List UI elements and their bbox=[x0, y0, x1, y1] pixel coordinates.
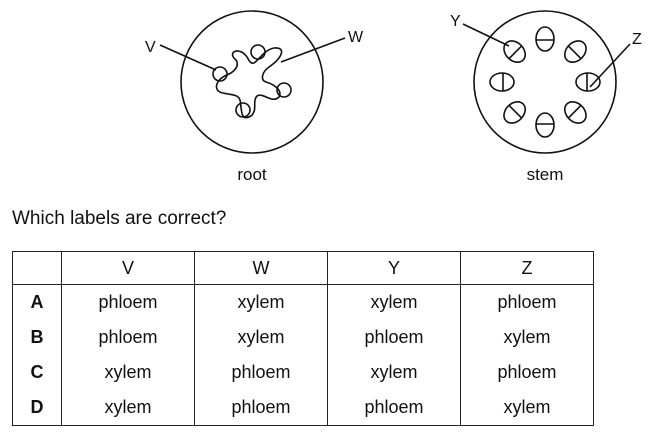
row-key: D bbox=[12, 390, 62, 426]
label-w: W bbox=[348, 29, 364, 46]
row-key: C bbox=[12, 355, 62, 390]
vascular-bundles bbox=[489, 26, 601, 138]
cell-w: xylem bbox=[194, 320, 328, 355]
stem-cross-section bbox=[462, 10, 631, 154]
stem-caption: stem bbox=[527, 165, 564, 184]
cell-y: phloem bbox=[327, 320, 461, 355]
cell-v: phloem bbox=[61, 320, 195, 355]
cell-z: xylem bbox=[460, 320, 594, 355]
header-cell-blank bbox=[12, 251, 62, 285]
table-row-c[interactable]: C xylem phloem xylem phloem bbox=[12, 355, 594, 390]
table-row-a[interactable]: A phloem xylem xylem phloem bbox=[12, 284, 594, 320]
answer-table: V W Y Z A phloem xylem xylem phloem B ph… bbox=[12, 251, 594, 426]
question-text: Which labels are correct? bbox=[12, 208, 227, 229]
table-header-row: V W Y Z bbox=[12, 251, 594, 285]
cell-y: phloem bbox=[327, 390, 461, 426]
root-caption: root bbox=[237, 165, 267, 184]
cell-w: phloem bbox=[194, 390, 328, 426]
label-z: Z bbox=[632, 31, 642, 48]
row-key: B bbox=[12, 320, 62, 355]
cell-v: xylem bbox=[61, 355, 195, 390]
cell-v: xylem bbox=[61, 390, 195, 426]
cell-y: xylem bbox=[327, 355, 461, 390]
label-y: Y bbox=[450, 13, 461, 30]
cell-z: phloem bbox=[460, 284, 594, 320]
header-cell-z: Z bbox=[460, 251, 594, 285]
row-key: A bbox=[12, 284, 62, 320]
root-cross-section bbox=[159, 10, 346, 154]
header-cell-w: W bbox=[194, 251, 328, 285]
cell-v: phloem bbox=[61, 284, 195, 320]
header-cell-y: Y bbox=[327, 251, 461, 285]
cell-w: phloem bbox=[194, 355, 328, 390]
cell-z: xylem bbox=[460, 390, 594, 426]
cell-w: xylem bbox=[194, 284, 328, 320]
cell-y: xylem bbox=[327, 284, 461, 320]
table-row-b[interactable]: B phloem xylem phloem xylem bbox=[12, 320, 594, 355]
table-row-d[interactable]: D xylem phloem phloem xylem bbox=[12, 390, 594, 426]
cross-section-diagrams: V W root Y Z stem bbox=[145, 10, 642, 184]
label-v: V bbox=[145, 39, 156, 56]
header-cell-v: V bbox=[61, 251, 195, 285]
cell-z: phloem bbox=[460, 355, 594, 390]
